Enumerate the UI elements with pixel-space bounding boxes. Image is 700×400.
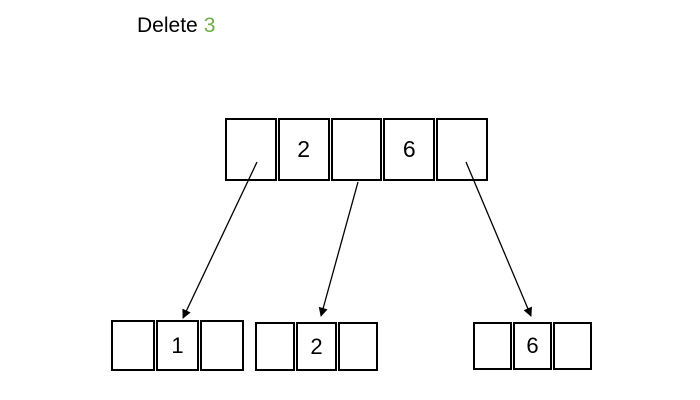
child2-cell-1 [255, 322, 296, 371]
child3-cell-3 [553, 322, 592, 370]
page-title: Delete 3 [137, 13, 215, 38]
arrow-root-to-child-2 [318, 181, 359, 317]
root-cell-3 [330, 118, 383, 181]
root-node: 2 6 [225, 118, 488, 181]
arrow-root-to-child-3 [465, 161, 533, 317]
child1-cell-2: 1 [155, 320, 200, 371]
child3-cell-2: 6 [513, 322, 552, 370]
root-cell-1 [225, 118, 277, 181]
root-cell-4: 6 [383, 118, 436, 181]
child2-cell-2: 2 [296, 322, 337, 371]
child-node-2: 2 [255, 322, 378, 371]
arrow-root-to-child-1 [182, 161, 258, 319]
root-cell-5 [436, 118, 488, 181]
child-node-1: 1 [111, 320, 245, 371]
root-cell-2: 2 [277, 118, 330, 181]
title-key: 3 [203, 14, 216, 37]
child2-cell-3 [337, 322, 378, 371]
title-action: Delete [137, 14, 198, 37]
child1-cell-1 [111, 320, 155, 371]
child1-cell-3 [200, 320, 245, 371]
child-node-3: 6 [473, 322, 592, 370]
child3-cell-1 [473, 322, 512, 370]
